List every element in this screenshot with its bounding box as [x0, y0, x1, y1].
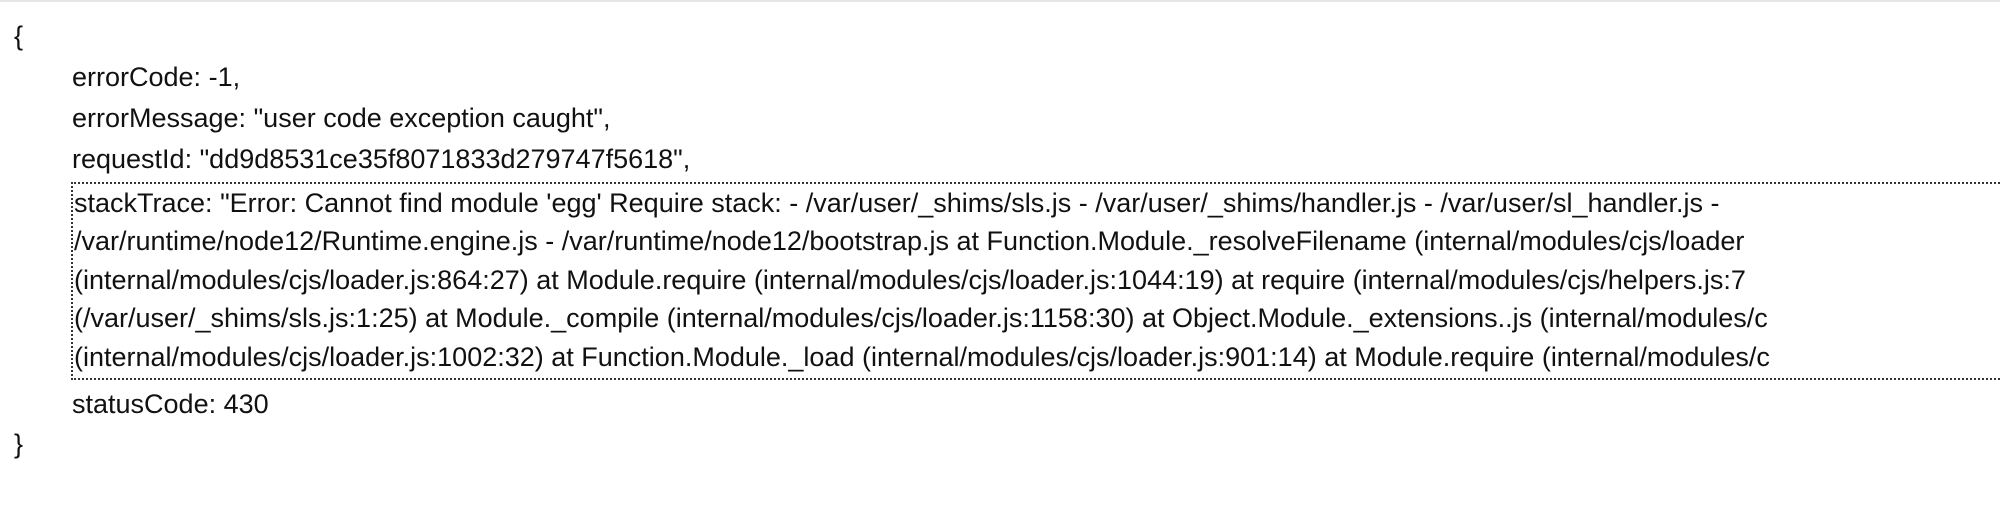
status-code-row: statusCode: 430 [72, 384, 269, 425]
request-id-row: requestId: "dd9d8531ce35f8071833d279747f… [72, 139, 690, 180]
error-message-value: "user code exception caught", [253, 103, 611, 133]
status-code-key: statusCode: [72, 389, 217, 419]
status-code-value: 430 [223, 389, 269, 419]
json-close-brace: } [14, 429, 24, 459]
stack-trace-block[interactable]: stackTrace: "Error: Cannot find module '… [71, 182, 2000, 380]
stack-trace-key: stackTrace: [74, 188, 213, 218]
error-code-value: -1, [208, 62, 241, 92]
request-id-value: "dd9d8531ce35f8071833d279747f5618", [199, 144, 691, 174]
top-divider [0, 0, 2000, 2]
request-id-key: requestId: [72, 144, 193, 174]
stack-trace-line: /var/runtime/node12/Runtime.engine.js - … [74, 226, 1745, 257]
stack-trace-line: (/var/user/_shims/sls.js:1:25) at Module… [74, 303, 1768, 334]
stack-trace-text: "Error: Cannot find module 'egg' Require… [220, 188, 1720, 218]
error-code-row: errorCode: -1, [72, 57, 240, 98]
error-message-key: errorMessage: [72, 103, 247, 133]
stack-trace-line: stackTrace: "Error: Cannot find module '… [73, 184, 2000, 222]
stack-trace-line: (internal/modules/cjs/loader.js:864:27) … [74, 264, 1746, 295]
error-message-row: errorMessage: "user code exception caugh… [72, 98, 611, 139]
stack-trace-line: (internal/modules/cjs/loader.js:1002:32)… [74, 341, 1770, 372]
error-code-key: errorCode: [72, 62, 202, 92]
json-open-brace: { [14, 21, 24, 51]
